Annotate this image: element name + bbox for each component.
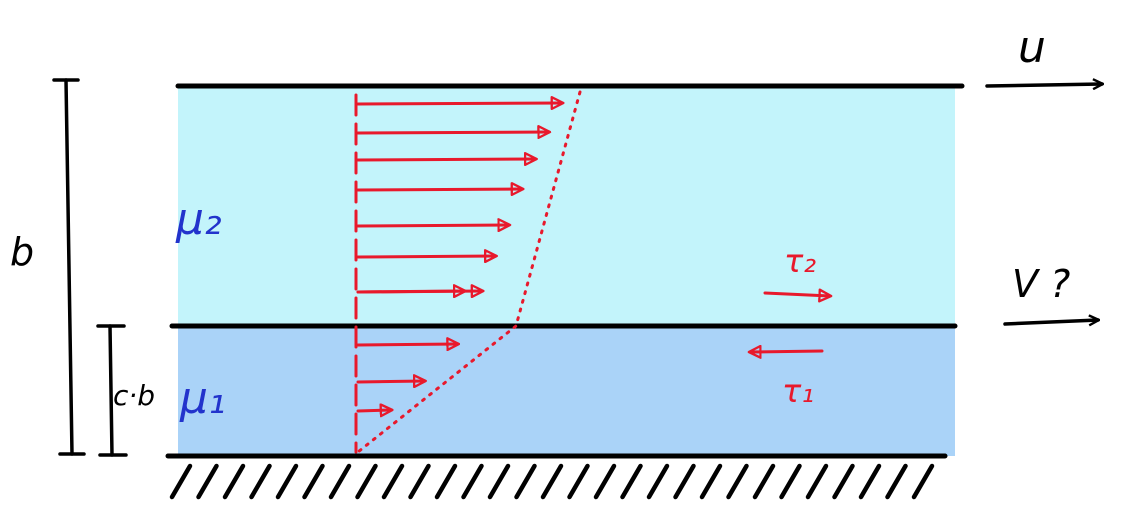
velocity-profile-envelope xyxy=(356,90,582,454)
hatch-mark xyxy=(302,463,325,500)
interface-plate-velocity-arrow xyxy=(1003,320,1098,324)
hatch-mark xyxy=(355,463,378,500)
hatch-mark xyxy=(805,463,829,500)
hatch-mark xyxy=(434,463,458,500)
hatch-mark xyxy=(461,463,484,500)
velocity-arrow xyxy=(356,249,498,264)
velocity-arrow xyxy=(356,96,565,111)
hatch-mark xyxy=(514,463,537,500)
hatch-mark xyxy=(646,463,670,500)
label-mu1: μ₁ xyxy=(179,373,226,424)
hatch-mark xyxy=(222,463,246,500)
velocity-arrow xyxy=(356,403,394,418)
velocity-arrow xyxy=(356,374,427,389)
upper-fluid-layer xyxy=(178,86,955,326)
lower-fluid-layer xyxy=(178,326,955,456)
hatch-mark xyxy=(275,463,299,500)
hatch-mark xyxy=(832,463,855,500)
label-tau2: τ₂ xyxy=(784,242,816,280)
hatch-mark xyxy=(328,463,352,500)
hatch-mark xyxy=(196,463,219,500)
ground-hatching xyxy=(169,463,935,500)
top-plate-velocity-arrow xyxy=(985,84,1102,86)
velocity-arrow xyxy=(356,218,512,233)
hatch-mark xyxy=(540,463,564,500)
label-v: V ? xyxy=(1012,262,1070,306)
hatch-mark xyxy=(911,463,935,500)
hatch-mark xyxy=(779,463,802,500)
dimension-b xyxy=(52,78,86,456)
dimension-cb xyxy=(96,324,128,457)
hatch-mark xyxy=(381,463,405,500)
velocity-arrows xyxy=(356,96,565,418)
label-cb: c·b xyxy=(113,379,155,412)
velocity-arrow xyxy=(356,337,461,352)
hatch-mark xyxy=(726,463,749,500)
hatch-mark xyxy=(567,463,590,500)
velocity-arrow xyxy=(356,284,467,299)
hatch-mark xyxy=(593,463,617,500)
label-u: u xyxy=(1018,22,1046,73)
hatch-mark xyxy=(620,463,643,500)
velocity-arrow xyxy=(356,152,538,167)
shear-stress-tau1-arrow xyxy=(747,344,824,359)
velocity-arrow xyxy=(356,182,525,197)
label-mu2: μ₂ xyxy=(175,194,222,245)
hatch-mark xyxy=(885,463,908,500)
label-tau1: τ₁ xyxy=(782,372,814,410)
hatch-mark xyxy=(752,463,776,500)
velocity-arrow xyxy=(356,125,552,140)
hatch-mark xyxy=(249,463,272,500)
hatch-mark xyxy=(169,463,193,500)
shear-stress-tau2-arrow xyxy=(763,288,833,303)
hatch-mark xyxy=(858,463,882,500)
hatch-mark xyxy=(699,463,723,500)
label-b: b xyxy=(10,230,34,274)
hatch-mark xyxy=(673,463,696,500)
hatch-mark xyxy=(487,463,511,500)
hatch-mark xyxy=(408,463,431,500)
